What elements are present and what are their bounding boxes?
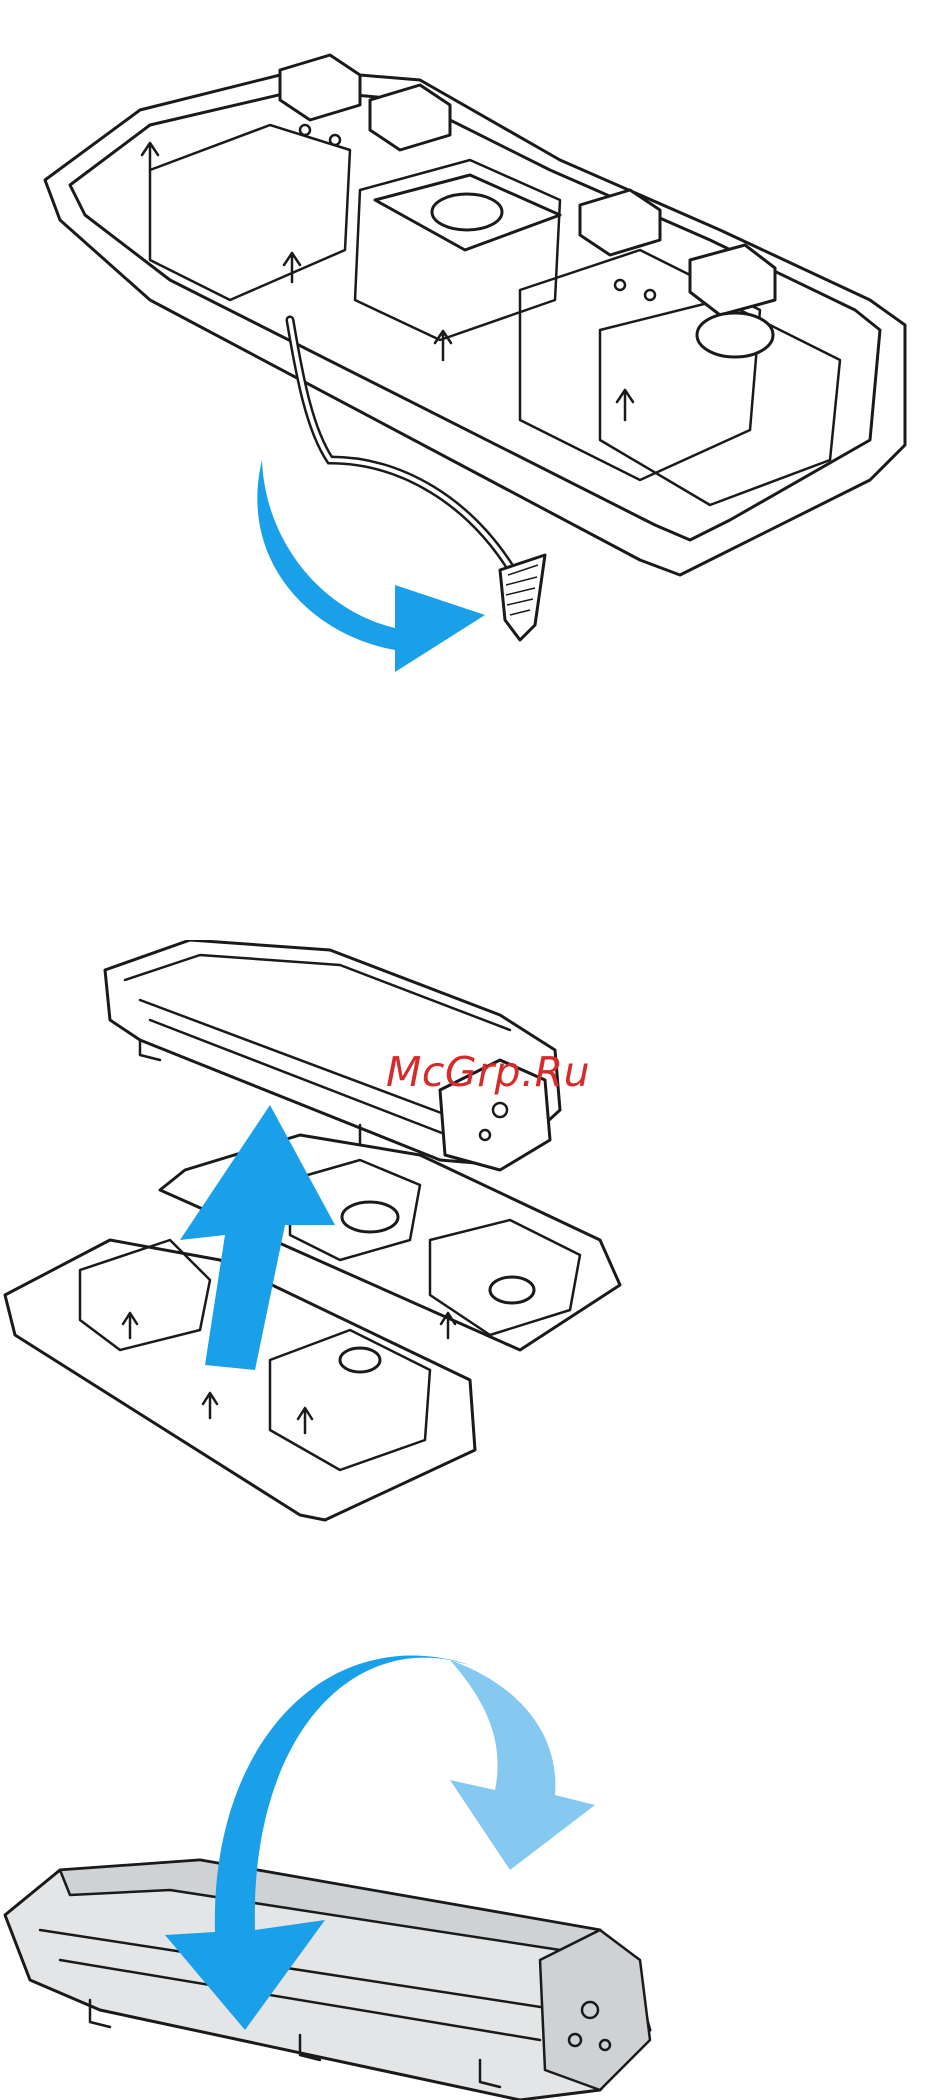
tray-center-circle <box>432 194 502 230</box>
tray-round-bump <box>697 313 773 357</box>
pull-strip-tab <box>500 555 545 640</box>
cartridge-end-cap <box>540 1930 650 2090</box>
tray-back-circle <box>342 1202 398 1232</box>
rotate-arrow-back-icon <box>450 1660 595 1870</box>
rotate-cartridge-drawing <box>0 1630 936 2100</box>
lift-cartridge-drawing <box>0 940 936 1560</box>
tray-pull-strip-drawing <box>0 0 936 700</box>
illustration-tray-pull-strip <box>0 0 936 700</box>
tray-back-circle <box>490 1277 534 1303</box>
tray-front-circle <box>340 1348 380 1372</box>
illustration-rotate-cartridge <box>0 1630 936 2100</box>
illustration-lift-cartridge <box>0 940 936 1560</box>
curved-arrow-icon <box>257 460 485 672</box>
watermark-text: McGrp.Ru <box>386 1048 590 1096</box>
